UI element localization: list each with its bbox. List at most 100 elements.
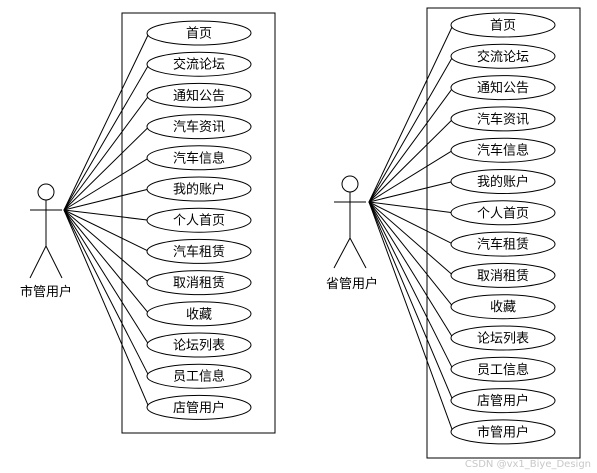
right-association-line [368,201,454,276]
right-use-case-label: 取消租赁 [477,269,529,284]
left-use-cases: 首页交流论坛通知公告汽车资讯汽车信息我的账户个人首页汽车租赁取消租赁收藏论坛列表… [146,20,252,420]
left-use-case-label: 论坛列表 [173,339,225,354]
right-system-boundary [426,7,581,459]
right-use-case: 个人首页 [450,200,556,226]
right-system: 省管用户 首页交流论坛通知公告汽车资讯汽车信息我的账户个人首页汽车租赁取消租赁收… [326,7,581,459]
right-actor [333,175,367,269]
left-system: 市管用户 首页交流论坛通知公告汽车资讯汽车信息我的账户个人首页汽车租赁取消租赁收… [20,12,276,434]
right-use-cases: 首页交流论坛通知公告汽车资讯汽车信息我的账户个人首页汽车租赁取消租赁收藏论坛列表… [450,12,556,445]
left-use-case-ellipse [146,394,252,420]
left-use-case-label: 取消租赁 [173,276,225,291]
left-association-line [63,209,150,221]
left-association-line [63,209,150,377]
right-use-case: 汽车信息 [450,137,556,163]
left-association-line [63,32,150,211]
right-use-case-ellipse [450,294,556,320]
left-use-case-ellipse [146,51,252,77]
right-use-case: 汽车租赁 [450,231,556,257]
right-use-case-label: 通知公告 [477,80,529,96]
left-use-case-ellipse [146,238,252,264]
left-use-case-ellipse [146,176,252,202]
right-association-line [368,201,454,214]
right-use-case-ellipse [450,200,556,226]
left-use-case-label: 首页 [186,27,212,42]
right-use-case-label: 收藏 [490,300,516,315]
right-association-line [368,201,454,433]
right-association-line [368,87,454,203]
right-use-case-label: 汽车租赁 [477,237,529,253]
left-use-case: 交流论坛 [146,51,252,77]
left-association-line [63,209,150,252]
left-association-line [63,209,150,315]
left-system-boundary [121,12,276,434]
left-association-line [63,209,150,283]
right-association-line [368,24,454,203]
right-association-line [368,201,454,370]
left-use-case-ellipse [146,270,252,296]
right-use-case: 市管用户 [450,419,556,445]
right-use-case: 交流论坛 [450,43,556,69]
left-use-case-label: 交流论坛 [173,57,225,73]
left-use-case: 我的账户 [146,176,252,202]
right-use-case-label: 论坛列表 [477,332,529,347]
right-use-case-label: 个人首页 [477,206,529,221]
left-use-case: 店管用户 [146,394,252,420]
right-use-case-label: 汽车信息 [477,143,529,159]
left-association-line [63,188,150,211]
right-use-case: 通知公告 [450,75,556,101]
right-use-case-ellipse [450,12,556,38]
left-use-case: 收藏 [146,301,252,327]
left-use-case-label: 我的账户 [173,182,225,198]
left-use-case-label: 个人首页 [173,214,225,229]
right-association-line [368,201,454,308]
left-use-case-ellipse [146,20,252,46]
right-actor-label: 省管用户 [326,276,378,292]
left-use-case: 通知公告 [146,82,252,108]
right-association-line [368,118,454,203]
right-use-case-label: 我的账户 [477,174,529,190]
left-use-case: 汽车资讯 [146,114,252,140]
left-association-line [63,157,150,211]
left-association-line [63,209,150,346]
right-use-case: 收藏 [450,294,556,320]
left-use-case: 首页 [146,20,252,46]
right-use-case-ellipse [450,43,556,69]
right-associations [368,24,454,433]
left-use-case-ellipse [146,301,252,327]
right-association-line [368,56,454,203]
right-use-case: 店管用户 [450,388,556,414]
right-use-case: 取消租赁 [450,262,556,288]
right-use-case-label: 店管用户 [477,393,529,409]
left-use-case-ellipse [146,332,252,358]
left-actor-label: 市管用户 [20,284,72,300]
left-use-case: 汽车信息 [146,145,252,171]
watermark: CSDN @vx1_Biye_Design [464,459,591,470]
right-association-line [368,201,454,401]
left-use-case: 汽车租赁 [146,238,252,264]
left-use-case: 员工信息 [146,363,252,389]
left-use-case-label: 店管用户 [173,400,225,416]
left-use-case-ellipse [146,145,252,171]
right-use-case: 我的账户 [450,169,556,194]
right-association-line [368,201,454,245]
left-use-case-label: 收藏 [186,307,212,322]
right-use-case-ellipse [450,75,556,101]
right-association-line [368,149,454,203]
right-use-case: 汽车资讯 [450,106,556,132]
left-association-line [63,209,150,408]
left-use-case-label: 汽车租赁 [173,244,225,260]
right-use-case: 员工信息 [450,356,556,382]
left-associations [63,32,150,408]
left-use-case: 取消租赁 [146,270,252,296]
right-use-case-ellipse [450,231,556,257]
right-use-case-label: 交流论坛 [477,49,529,65]
right-use-case-ellipse [450,325,556,351]
left-use-case-label: 通知公告 [173,88,225,104]
right-association-line [368,201,454,339]
right-use-case-ellipse [450,137,556,163]
left-association-line [63,63,150,211]
left-use-case-label: 员工信息 [173,369,225,385]
right-use-case-label: 员工信息 [477,362,529,378]
right-use-case-ellipse [450,262,556,288]
